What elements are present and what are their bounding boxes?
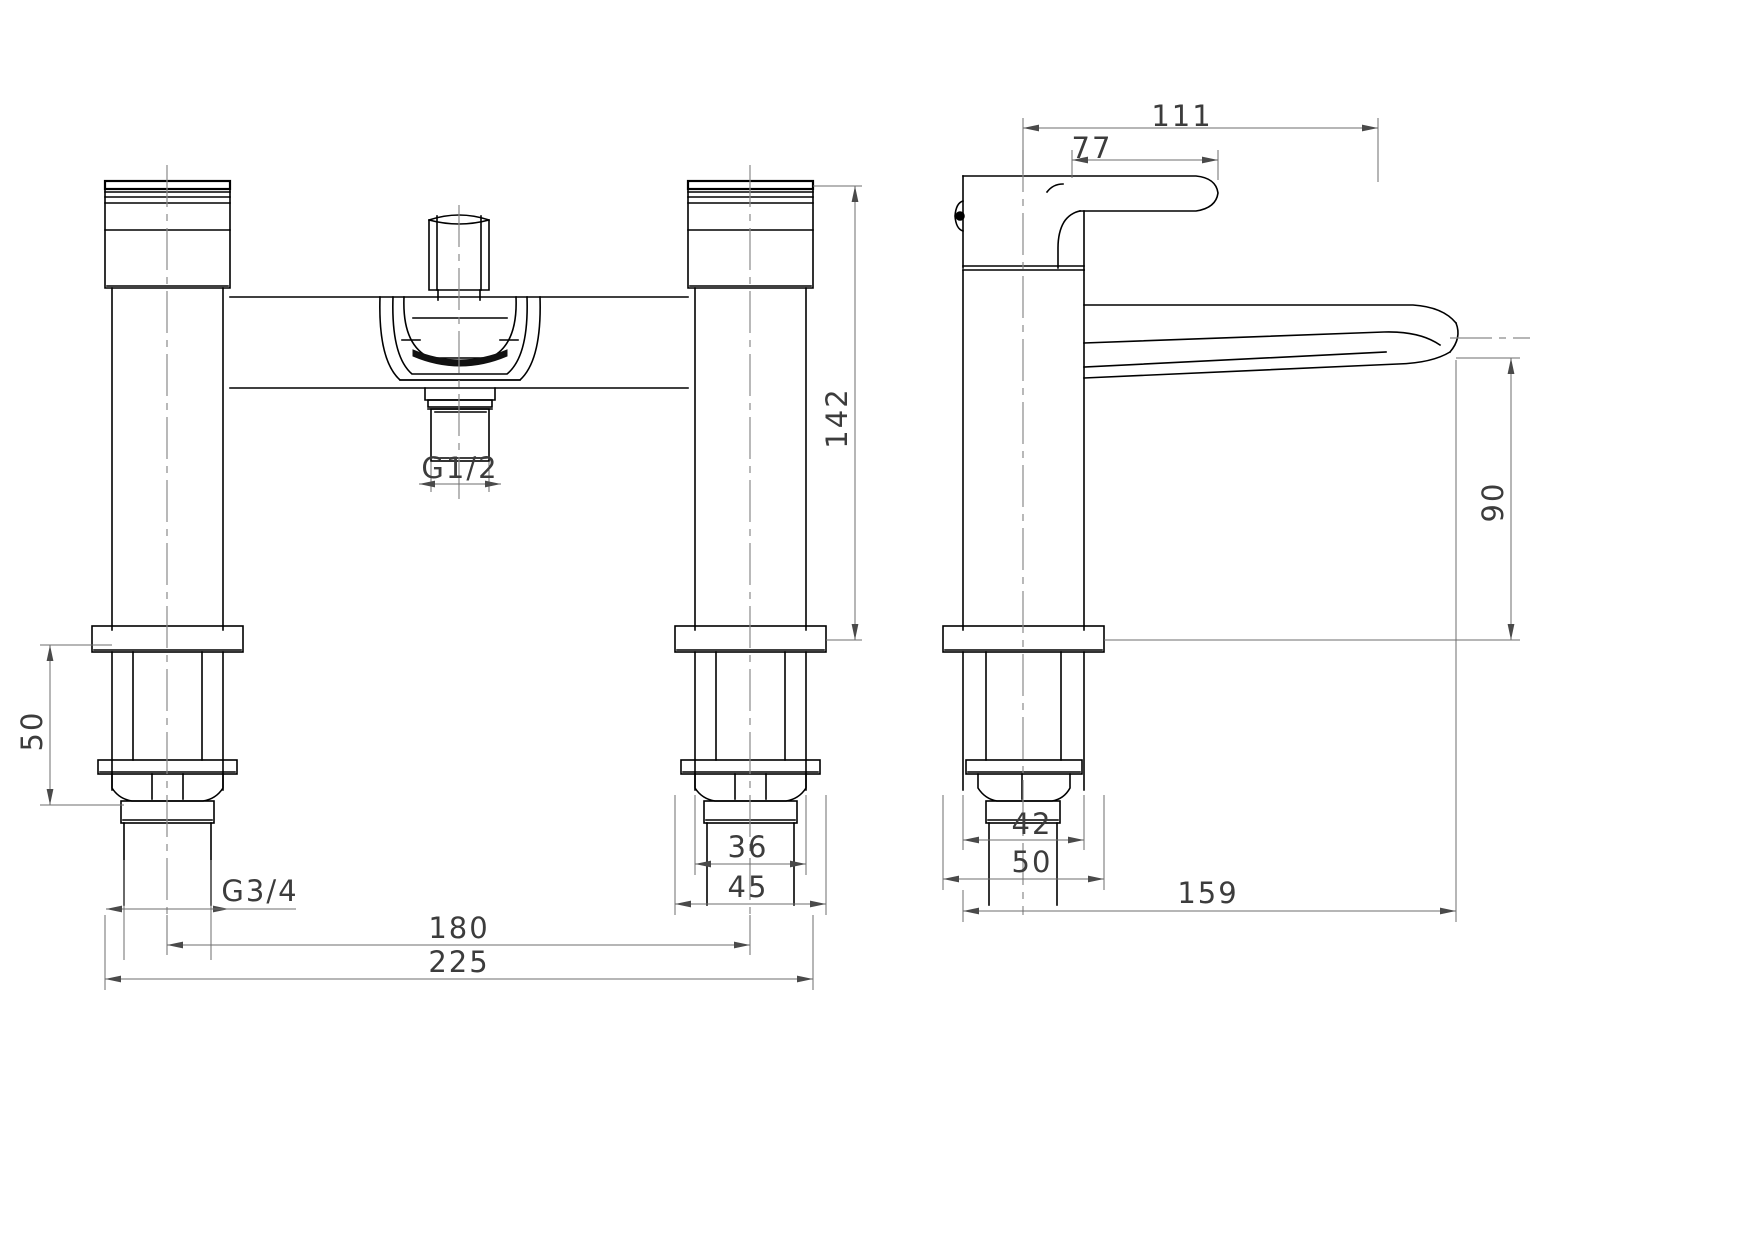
dim-front-body-outer [674,795,827,915]
centerline-layer [166,150,1530,915]
dim-side-handle-reach [1022,118,1379,182]
dimension-layer [40,118,1520,990]
front-diverter-assembly [379,214,541,462]
dimension-text-layer: 111 77 142 90 50 36 45 42 50 159 G3/4 G1… [15,99,1510,979]
dim-label-g34: G3/4 [221,874,298,908]
dim-side-handle-short [1071,150,1219,180]
dim-side-total-reach [962,360,1457,922]
dim-label-90: 90 [1476,482,1510,523]
dim-side-spout-height [1104,357,1520,641]
dim-label-225: 225 [428,945,489,979]
dim-label-45: 45 [728,870,769,904]
dim-label-111: 111 [1151,99,1212,133]
dim-label-50-front: 50 [15,711,49,752]
dim-side-body-inner [962,795,1085,850]
dim-front-body-inner [694,795,807,875]
side-spout [1083,304,1459,379]
dim-label-36: 36 [728,830,769,864]
dim-side-body-outer [942,795,1105,890]
dim-front-height [813,185,862,641]
dim-label-g12: G1/2 [421,451,498,485]
dim-label-77: 77 [1072,131,1113,165]
dim-front-thread-length [40,644,124,806]
side-lever-handle [954,175,1219,271]
dim-label-42: 42 [1012,807,1053,841]
dim-front-overall [104,915,814,990]
dim-label-50-side: 50 [1012,845,1053,879]
dim-label-159: 159 [1177,876,1238,910]
dim-outlet-thread [419,462,501,492]
geometry-layer [91,175,1459,906]
dim-label-142: 142 [820,387,854,448]
dim-label-180: 180 [428,911,489,945]
dim-front-centres [166,915,751,955]
